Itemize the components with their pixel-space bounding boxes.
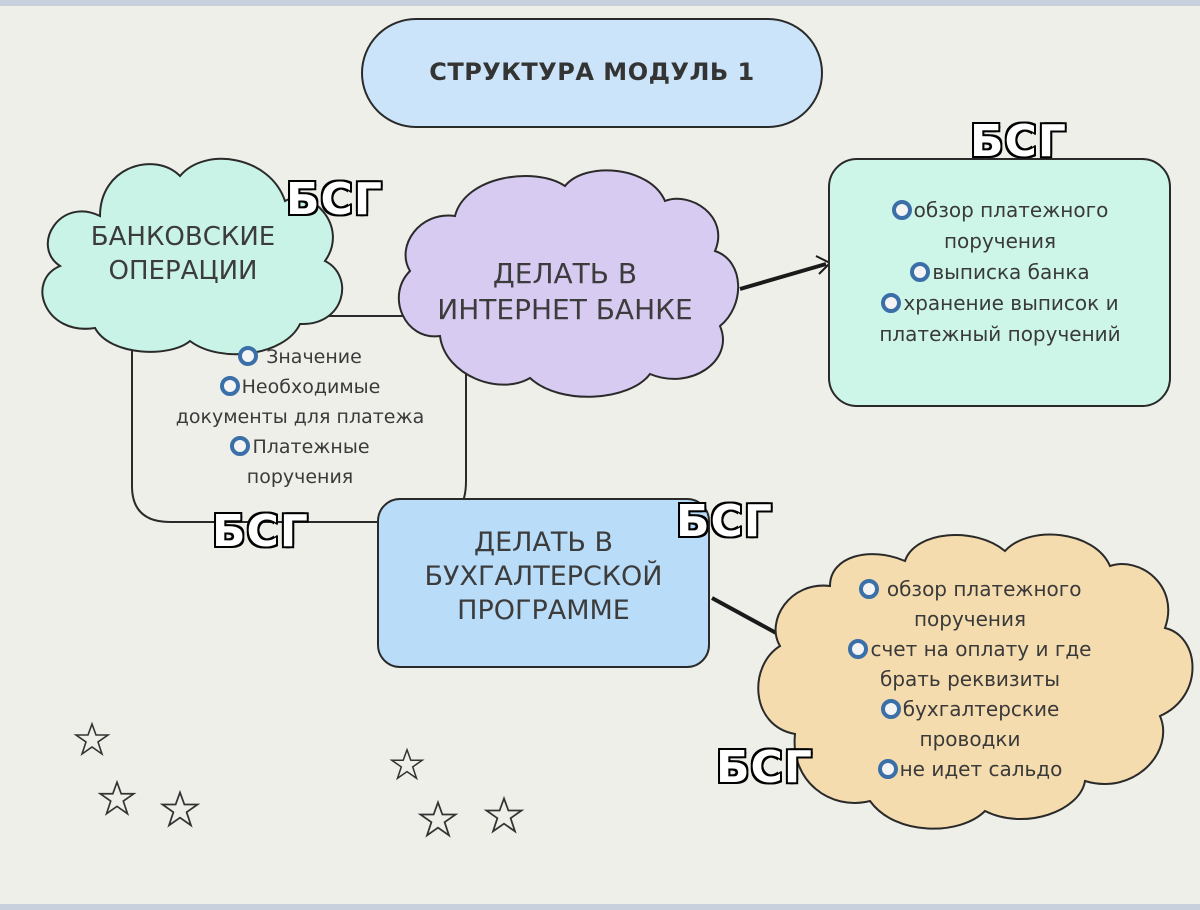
accounting-details-list: обзор платежного поручения счет на оплат…: [800, 574, 1140, 784]
list-item: Значение: [140, 342, 460, 372]
bullet-icon: [230, 436, 251, 456]
list-item: проводки: [919, 727, 1021, 751]
bullet-icon: [877, 759, 898, 779]
list-item: поручения: [913, 607, 1027, 631]
list-item: Платежные: [140, 432, 460, 462]
bullet-icon: [880, 699, 901, 719]
accounting-program-box: [377, 498, 710, 668]
list-item: выписка банка: [835, 257, 1165, 288]
bsg-sticker: БСГ: [211, 505, 310, 559]
star-icon: [73, 721, 111, 757]
accounting-details-cloud: [757, 533, 1194, 830]
star-icon: [97, 779, 137, 816]
list-item: Необходимые: [140, 372, 460, 402]
internet-bank-label: ДЕЛАТЬ В ИНТЕРНЕТ БАНКЕ: [437, 257, 693, 326]
bullet-icon: [858, 579, 879, 599]
bullet-icon: [238, 346, 259, 366]
list-item: хранение выписок и: [835, 288, 1165, 319]
bullet-icon: [891, 200, 912, 220]
diagram-canvas: СТРУКТУРА МОДУЛЬ 1 БАНКОВСКИЕ ОПЕРАЦИИ З…: [0, 6, 1200, 904]
bank-operations-label: БАНКОВСКИЕ ОПЕРАЦИИ: [90, 222, 276, 286]
title-pill: [361, 18, 823, 128]
line-accounting-to-cloud: [711, 596, 779, 636]
star-icon: [159, 789, 201, 828]
internet-bank-details-box: [828, 158, 1171, 407]
bullet-icon: [219, 376, 240, 396]
list-item: бухгалтерские: [800, 694, 1140, 724]
star-icon: [483, 795, 525, 834]
list-item: обзор платежного: [835, 195, 1165, 226]
bsg-sticker: БСГ: [715, 741, 814, 795]
bsg-sticker: БСГ: [969, 115, 1068, 169]
bsg-sticker: БСГ: [285, 173, 384, 227]
bullet-icon: [848, 639, 869, 659]
list-item: обзор платежного: [800, 574, 1140, 604]
list-item: счет на оплату и где: [800, 634, 1140, 664]
internet-bank-details-list: обзор платежного поручения выписка банка…: [835, 195, 1165, 350]
list-item: поручения: [246, 466, 354, 488]
star-icon: [389, 747, 425, 781]
bsg-sticker: БСГ: [675, 495, 774, 549]
internet-bank-cloud: [397, 169, 740, 398]
list-item: не идет сальдо: [800, 754, 1140, 784]
list-item: платежный поручений: [879, 322, 1121, 346]
diagram-shapes: [41, 18, 1194, 830]
diagram-title: СТРУКТУРА МОДУЛЬ 1: [429, 58, 755, 86]
star-icon: [417, 799, 459, 838]
bullet-icon: [910, 262, 931, 282]
list-item: поручения: [943, 229, 1057, 253]
bullet-icon: [881, 293, 902, 313]
arrow-internet-to-box: [739, 262, 827, 291]
list-item: брать реквизиты: [879, 667, 1061, 691]
list-item: документы для платежа: [175, 406, 425, 428]
accounting-program-label: ДЕЛАТЬ В БУХГАЛТЕРСКОЙ ПРОГРАММЕ: [424, 527, 663, 626]
bank-operations-cloud: [41, 157, 344, 356]
bank-operations-list: Значение Необходимые документы для плате…: [140, 342, 460, 492]
